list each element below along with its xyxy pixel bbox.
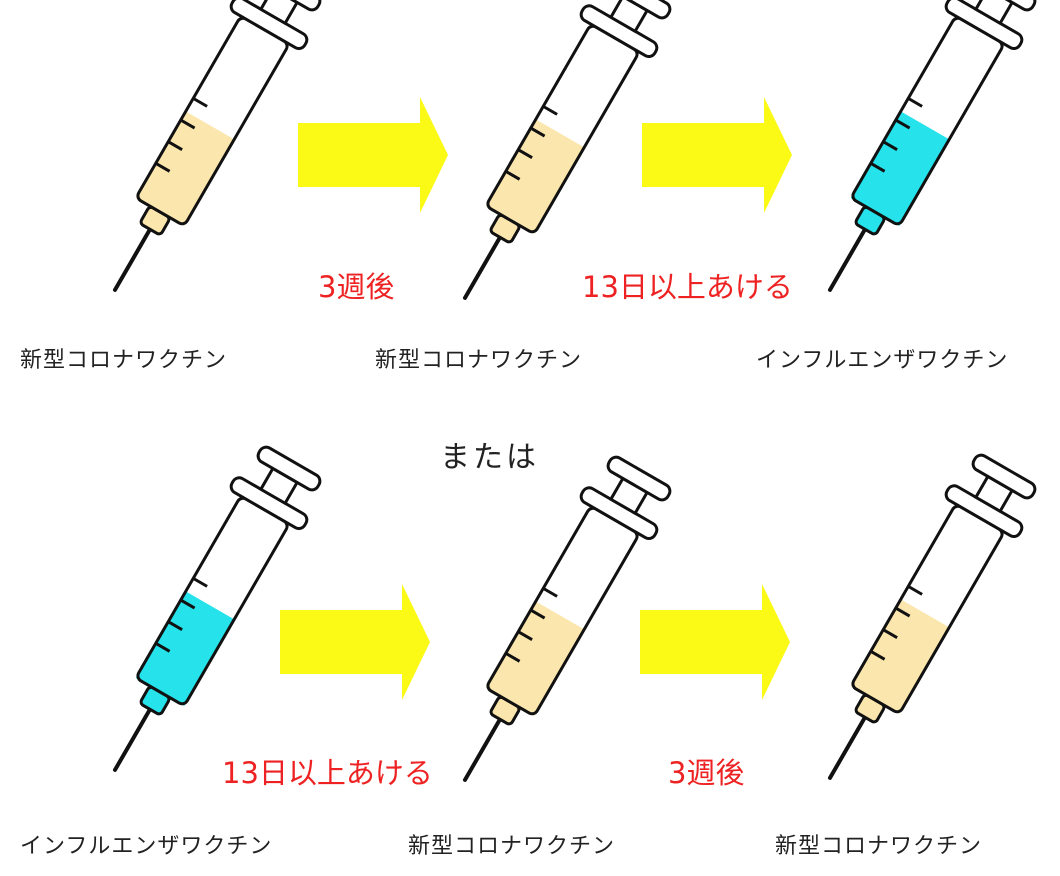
interval-label-row1-2: 13日以上あける — [582, 270, 793, 304]
arrow-right-icon — [642, 97, 792, 213]
vaccine-label-row2-3: 新型コロナワクチン — [775, 834, 983, 859]
arrow-right-icon — [280, 584, 430, 700]
covid-syringe-icon — [791, 446, 1047, 801]
arrow-right-icon — [298, 97, 448, 213]
vaccine-label-row2-2: 新型コロナワクチン — [408, 834, 616, 859]
vaccine-label-row1-1: 新型コロナワクチン — [20, 348, 228, 373]
interval-label-row2-1: 13日以上あける — [222, 756, 433, 790]
vaccine-label-row1-3: インフルエンザワクチン — [756, 348, 1009, 373]
separator-text: または — [440, 440, 539, 475]
interval-label-row2-2: 3週後 — [668, 756, 745, 790]
vaccine-label-row2-1: インフルエンザワクチン — [20, 834, 273, 859]
covid-syringe-icon — [76, 0, 332, 313]
vaccine-label-row1-2: 新型コロナワクチン — [375, 348, 583, 373]
interval-label-row1-1: 3週後 — [318, 270, 395, 304]
arrow-right-icon — [640, 584, 790, 700]
flu-syringe-icon — [791, 0, 1047, 313]
